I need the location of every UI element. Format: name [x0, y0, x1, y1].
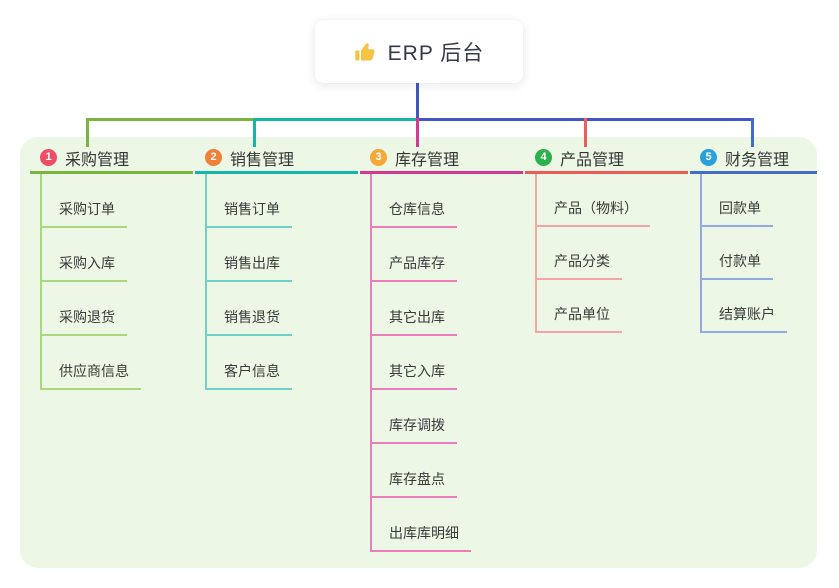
branch-node[interactable]: 2 销售管理 [195, 144, 358, 174]
child-node-label: 供应商信息 [42, 361, 141, 390]
branch-children: 回款单 付款单 结算账户 [700, 174, 787, 333]
child-node[interactable]: 产品分类 [537, 227, 650, 280]
child-node[interactable]: 回款单 [702, 174, 787, 227]
child-node[interactable]: 出库库明细 [372, 498, 471, 552]
root-node[interactable]: ERP 后台 [315, 20, 523, 83]
branch-number-badge: 5 [700, 149, 717, 166]
branch-label: 库存管理 [395, 151, 460, 169]
branch-children: 产品（物料） 产品分类 产品单位 [535, 174, 650, 333]
child-node-label: 产品单位 [537, 304, 622, 333]
connector-line [86, 118, 89, 147]
child-node[interactable]: 产品单位 [537, 280, 650, 333]
child-node-label: 采购退货 [42, 307, 127, 336]
child-node-label: 销售出库 [207, 253, 292, 282]
child-node-label: 库存调拨 [372, 415, 457, 444]
connector-line [416, 83, 419, 121]
connector-line [751, 118, 754, 147]
child-node[interactable]: 供应商信息 [42, 336, 141, 390]
child-node-label: 其它入库 [372, 361, 457, 390]
branch-number-badge: 4 [535, 149, 552, 166]
connector-line [86, 118, 254, 121]
branch-node[interactable]: 1 采购管理 [30, 144, 193, 174]
child-node-label: 产品库存 [372, 253, 457, 282]
child-node[interactable]: 产品库存 [372, 228, 471, 282]
branch-column-4: 4 产品管理 产品（物料） 产品分类 产品单位 [525, 144, 688, 333]
child-node[interactable]: 销售订单 [207, 174, 292, 228]
child-node-label: 结算账户 [702, 304, 787, 333]
branch-column-1: 1 采购管理 采购订单 采购入库 采购退货 供应商信息 [30, 144, 193, 390]
branch-children: 仓库信息 产品库存 其它出库 其它入库 库存调拨 库存盘点 出库库明细 [370, 174, 471, 552]
child-node[interactable]: 其它出库 [372, 282, 471, 336]
connector-line [253, 118, 256, 147]
branch-label: 产品管理 [560, 151, 625, 169]
child-node-label: 销售订单 [207, 199, 292, 228]
child-node-label: 其它出库 [372, 307, 457, 336]
branch-number-badge: 2 [205, 149, 222, 166]
child-node[interactable]: 库存盘点 [372, 444, 471, 498]
child-node-label: 采购订单 [42, 199, 127, 228]
child-node-label: 产品分类 [537, 251, 622, 280]
root-node-label: ERP 后台 [387, 41, 485, 65]
branch-label: 财务管理 [725, 151, 790, 169]
branch-children: 销售订单 销售出库 销售退货 客户信息 [205, 174, 292, 390]
child-node-label: 仓库信息 [372, 199, 457, 228]
branch-column-5: 5 财务管理 回款单 付款单 结算账户 [690, 144, 817, 333]
child-node-label: 出库库明细 [372, 523, 471, 552]
child-node[interactable]: 销售出库 [207, 228, 292, 282]
child-node[interactable]: 采购退货 [42, 282, 141, 336]
branch-column-2: 2 销售管理 销售订单 销售出库 销售退货 客户信息 [195, 144, 358, 390]
branch-number-badge: 3 [370, 149, 387, 166]
child-node[interactable]: 采购订单 [42, 174, 141, 228]
child-node-label: 产品（物料） [537, 198, 650, 227]
child-node[interactable]: 仓库信息 [372, 174, 471, 228]
child-node[interactable]: 客户信息 [207, 336, 292, 390]
child-node[interactable]: 其它入库 [372, 336, 471, 390]
child-node-label: 付款单 [702, 251, 773, 280]
child-node[interactable]: 销售退货 [207, 282, 292, 336]
branch-node[interactable]: 4 产品管理 [525, 144, 688, 174]
child-node[interactable]: 结算账户 [702, 280, 787, 333]
child-node[interactable]: 库存调拨 [372, 390, 471, 444]
branch-node[interactable]: 5 财务管理 [690, 144, 817, 174]
branch-number-badge: 1 [40, 149, 57, 166]
child-node-label: 库存盘点 [372, 469, 457, 498]
connector-line [584, 118, 587, 147]
child-node-label: 采购入库 [42, 253, 127, 282]
connector-line [253, 118, 417, 121]
branch-column-3: 3 库存管理 仓库信息 产品库存 其它出库 其它入库 库存调拨 库存盘点 出库库… [360, 144, 523, 552]
branch-children: 采购订单 采购入库 采购退货 供应商信息 [40, 174, 141, 390]
child-node[interactable]: 采购入库 [42, 228, 141, 282]
child-node-label: 回款单 [702, 198, 773, 227]
branch-node[interactable]: 3 库存管理 [360, 144, 523, 174]
branch-label: 销售管理 [230, 151, 295, 169]
connector-line [416, 118, 419, 147]
child-node[interactable]: 产品（物料） [537, 174, 650, 227]
child-node[interactable]: 付款单 [702, 227, 787, 280]
child-node-label: 销售退货 [207, 307, 292, 336]
branch-label: 采购管理 [65, 151, 130, 169]
child-node-label: 客户信息 [207, 361, 292, 390]
thumbs-up-icon [354, 40, 378, 64]
